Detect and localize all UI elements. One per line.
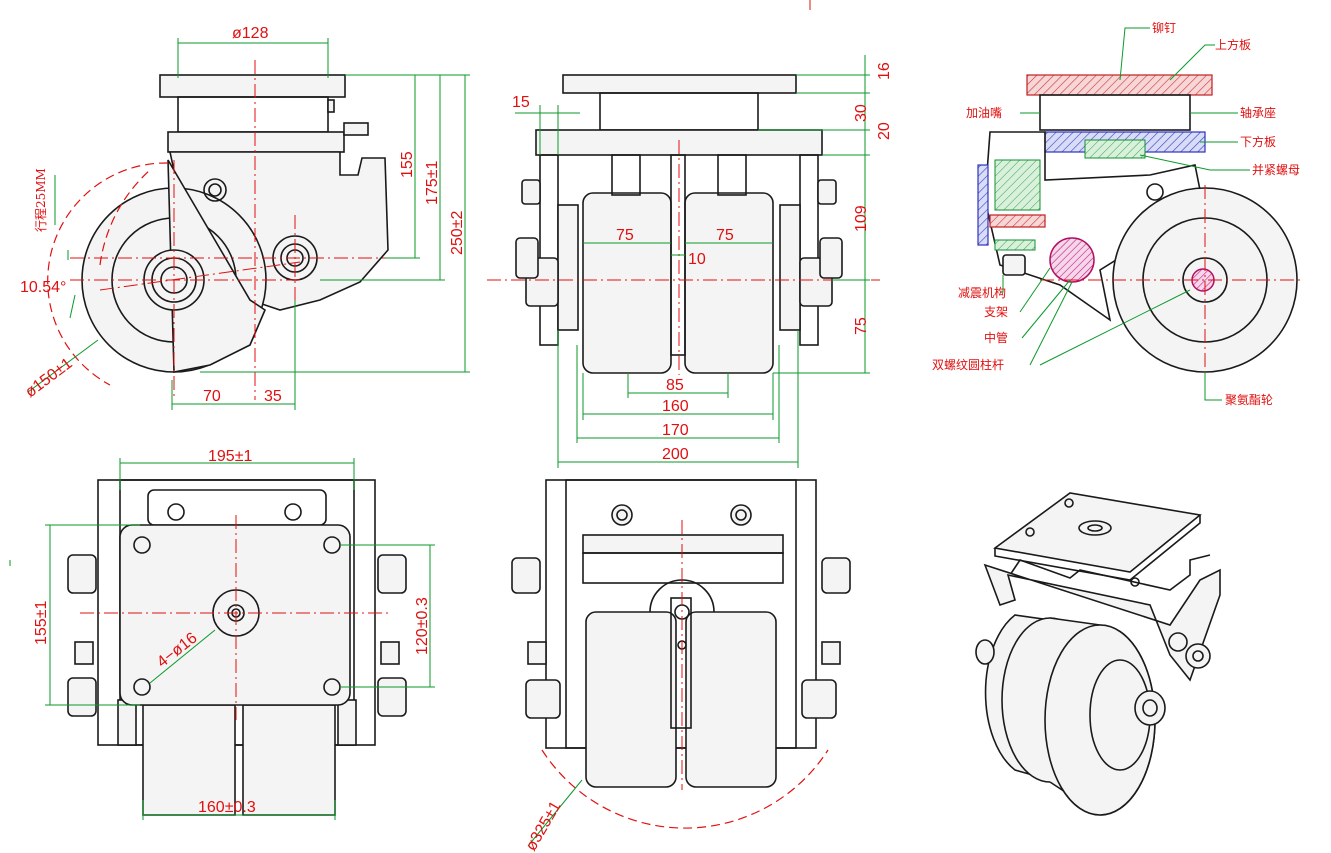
section-view-leaders (1000, 27, 1250, 401)
rear-view (511, 479, 851, 829)
dim-30: 30 (853, 104, 870, 122)
dim-d150: ø150±1 (22, 355, 76, 401)
dim-angle: 10.54° (20, 279, 66, 296)
dim-200: 200 (662, 446, 689, 463)
front-view (487, 74, 880, 375)
label-pu-wheel: 聚氨酯轮 (1225, 393, 1273, 407)
front-view-dimensions (515, 55, 870, 468)
label-lock-nut: 并紧螺母 (1252, 163, 1300, 177)
label-double-thread: 双螺纹圆柱杆 (932, 357, 1004, 372)
dim-155: 155 (399, 151, 416, 178)
label-center-tube: 中管 (984, 330, 1008, 345)
dim-325: ø325±1 (523, 799, 565, 853)
label-top-plate: 上方板 (1215, 37, 1251, 52)
dim-120: 120±0.3 (414, 597, 431, 655)
dim-70: 70 (203, 388, 221, 405)
side-view-dimensions (27, 38, 470, 410)
dim-175: 175±1 (424, 161, 441, 205)
dim-85: 85 (666, 377, 684, 394)
rear-view-dimensions (527, 779, 583, 847)
label-bottom-plate: 下方板 (1240, 134, 1276, 149)
stroke-label: 行程25MM (33, 168, 48, 232)
top-view-dimensions (9, 458, 435, 820)
dim-160: 160 (662, 398, 689, 415)
side-view (47, 60, 420, 400)
label-grease: 加油嘴 (966, 106, 1002, 120)
label-rivet: 铆钉 (1152, 20, 1176, 35)
dim-250: 250±2 (449, 211, 466, 255)
label-bracket: 支架 (984, 305, 1008, 319)
dim-d128: ø128 (232, 25, 269, 42)
isometric-view (975, 492, 1221, 816)
dim-10: 10 (688, 251, 706, 268)
dim-75-right: 75 (716, 227, 734, 244)
dim-109: 109 (853, 205, 870, 232)
dim-75-vertical: 75 (853, 317, 870, 335)
dim-20: 20 (876, 122, 893, 140)
dim-75-left: 75 (616, 227, 634, 244)
dim-195: 195±1 (208, 448, 252, 465)
top-view (67, 479, 407, 816)
dim-15: 15 (512, 94, 530, 111)
label-damper: 减震机构 (958, 285, 1006, 300)
dim-160-top: 160±0.3 (198, 799, 256, 816)
dim-35: 35 (264, 388, 282, 405)
section-view (809, 0, 1300, 375)
dim-155-top: 155±1 (33, 601, 50, 645)
dim-16: 16 (876, 62, 893, 80)
label-bearing: 轴承座 (1240, 105, 1276, 120)
dim-170: 170 (662, 422, 689, 439)
